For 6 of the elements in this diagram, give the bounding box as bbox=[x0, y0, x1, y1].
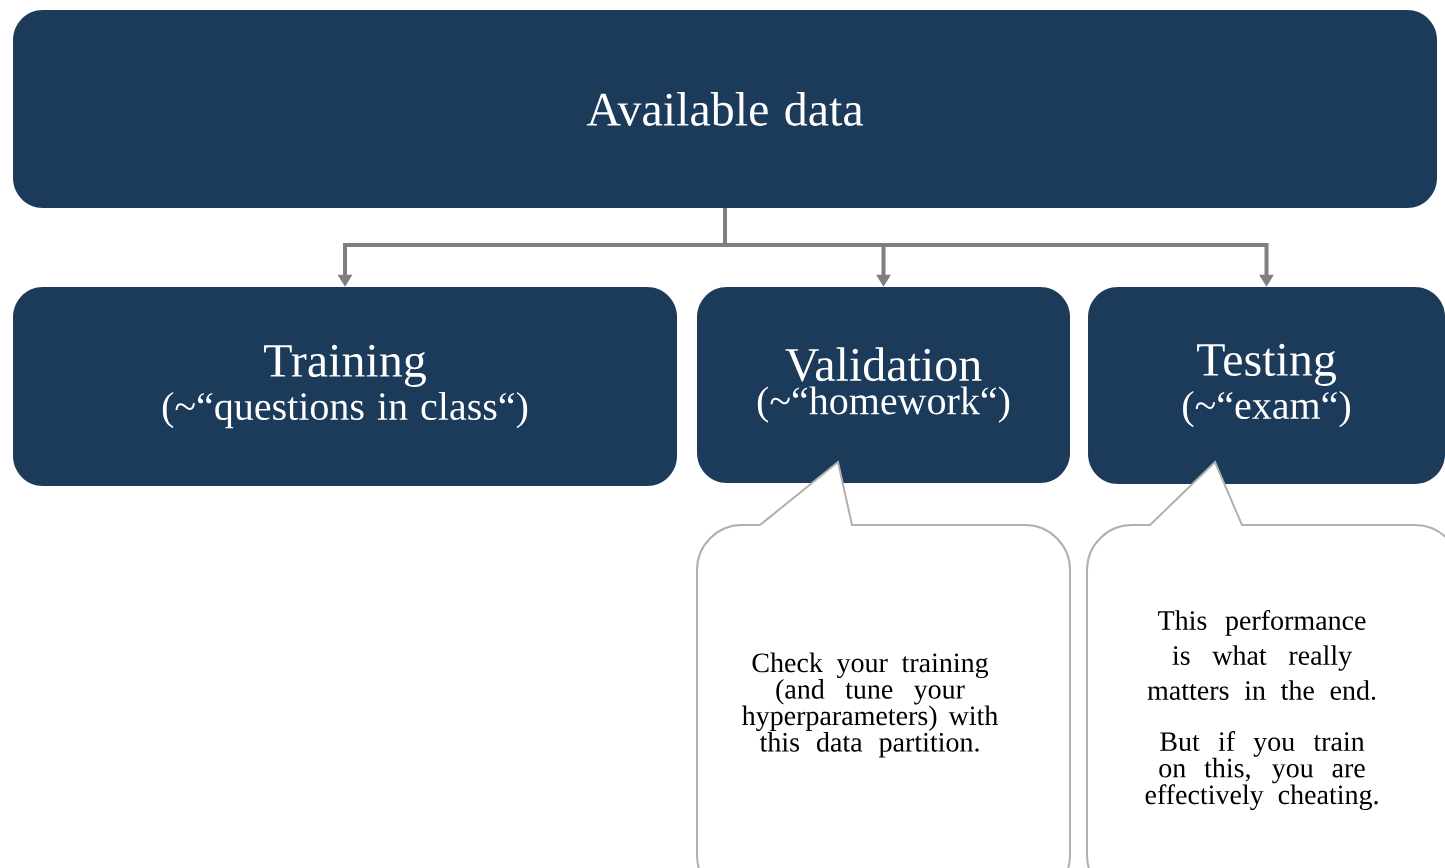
speech-bubble: This performance is what really matters in the end. But if you train on this, you are effectively cheating. bbox=[1086, 461, 1445, 868]
speech-bubble: Check your training (and tune your hyperparameters) with this data partition. bbox=[696, 461, 1071, 868]
process-box: Training (~“questions in class“) bbox=[13, 287, 677, 486]
process-box: Validation (~“homework“) bbox=[697, 287, 1070, 483]
process-box: Testing (~“exam“) bbox=[1088, 287, 1445, 484]
process-box: Available data bbox=[13, 10, 1437, 208]
